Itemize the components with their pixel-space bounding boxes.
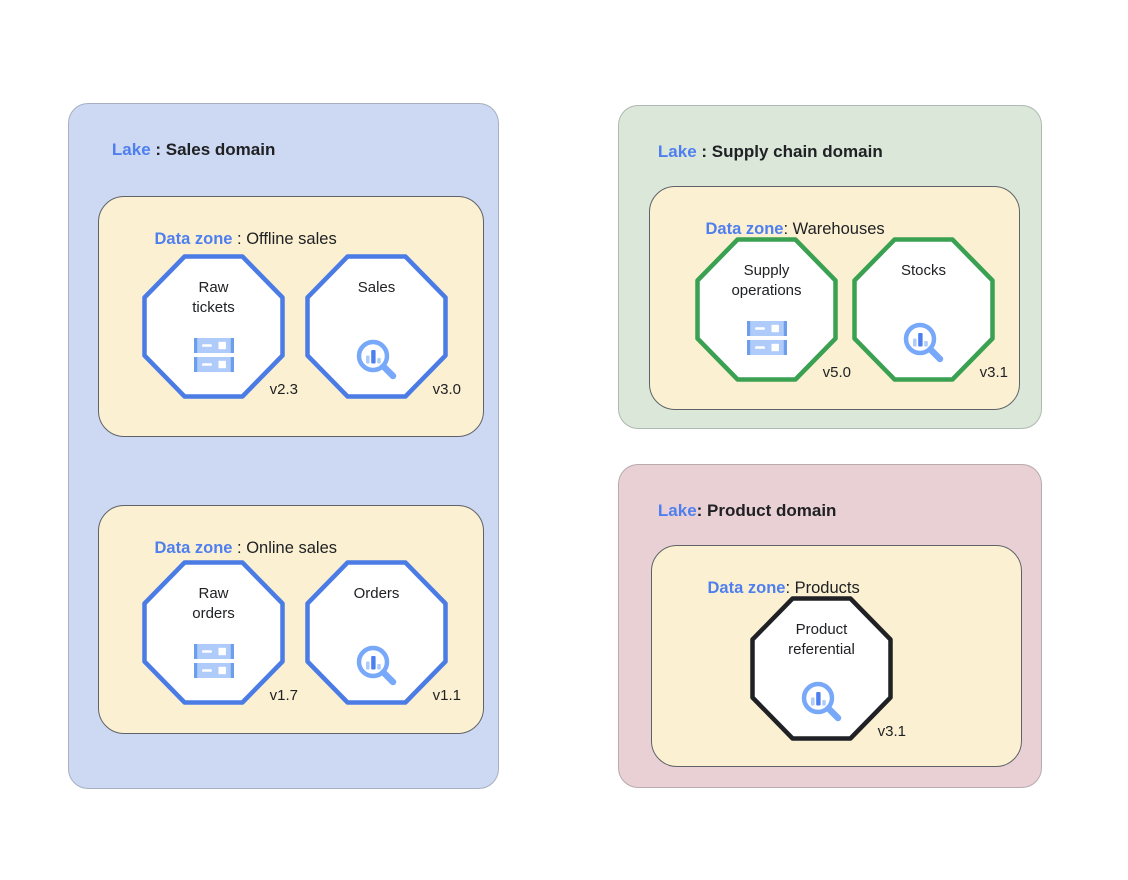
octagon-shape <box>695 237 838 382</box>
asset-version: v1.1 <box>432 687 461 704</box>
lake-name: : Supply chain domain <box>696 142 883 161</box>
octagon-shape <box>305 254 448 399</box>
lake-sales-title: Lake : Sales domain <box>93 120 275 180</box>
search-chart-icon <box>901 320 947 371</box>
asset-name: Supply operations <box>731 262 802 299</box>
lake-product-domain: Lake: Product domain Data zone: Products… <box>618 464 1042 788</box>
storage-icon <box>193 338 234 378</box>
zone-name: : Warehouses <box>783 220 885 238</box>
lake-supply-chain-domain: Lake : Supply chain domain Data zone: Wa… <box>618 105 1042 429</box>
asset-raw-tickets: Raw tickets <box>142 254 298 399</box>
zone-offline-sales: Data zone : Offline sales Raw tickets <box>98 196 484 437</box>
asset-orders: Orders v1.1 <box>305 560 461 705</box>
asset-name: Product referential <box>788 621 855 658</box>
asset-version: v2.3 <box>269 381 298 398</box>
asset-supply-operations: Supply operations <box>695 237 851 382</box>
asset-name: Raw orders <box>192 585 235 622</box>
zone-warehouses-title: Data zone: Warehouses <box>678 201 885 258</box>
octagon-shape <box>852 237 995 382</box>
octagon-shape <box>305 560 448 705</box>
lake-sales-domain: Lake : Sales domain Data zone : Offline … <box>68 103 499 789</box>
lake-name: : Sales domain <box>150 140 276 159</box>
search-chart-icon <box>354 337 400 388</box>
asset-product-referential: Product referential v3.1 <box>750 596 906 741</box>
asset-name: Orders <box>353 585 400 602</box>
data-zone-label: Data zone <box>707 579 786 597</box>
data-zone-label: Data zone <box>154 230 233 248</box>
asset-version: v5.0 <box>822 364 851 381</box>
asset-stocks: Stocks v3.1 <box>852 237 1008 382</box>
octagon-shape <box>750 596 893 741</box>
zone-offline-sales-title: Data zone : Offline sales <box>127 211 337 268</box>
asset-raw-orders: Raw orders <box>142 560 298 705</box>
octagon-shape <box>142 560 285 705</box>
asset-version: v3.1 <box>877 723 906 740</box>
search-chart-icon <box>799 679 845 730</box>
storage-icon <box>193 644 234 684</box>
lake-supply-title: Lake : Supply chain domain <box>639 122 883 182</box>
zone-name: : Products <box>785 579 860 597</box>
zone-products-title: Data zone: Products <box>680 560 860 617</box>
lake-name: : Product domain <box>696 501 837 520</box>
storage-icon <box>746 321 787 361</box>
lake-label: Lake <box>657 142 697 161</box>
asset-version: v3.1 <box>979 364 1008 381</box>
asset-name: Sales <box>357 279 396 296</box>
lake-label: Lake <box>657 501 697 520</box>
zone-online-sales-title: Data zone : Online sales <box>127 520 338 577</box>
zone-name: : Online sales <box>232 539 338 557</box>
asset-version: v3.0 <box>432 381 461 398</box>
lake-product-title: Lake: Product domain <box>639 481 837 541</box>
lake-label: Lake <box>111 140 151 159</box>
asset-name: Raw tickets <box>192 279 235 316</box>
search-chart-icon <box>354 643 400 694</box>
asset-sales: Sales v3.0 <box>305 254 461 399</box>
asset-name: Stocks <box>900 262 946 279</box>
zone-warehouses: Data zone: Warehouses Supply operations <box>649 186 1020 410</box>
data-zone-label: Data zone <box>705 220 784 238</box>
zone-name: : Offline sales <box>232 230 337 248</box>
zone-products: Data zone: Products Product referential … <box>651 545 1022 767</box>
octagon-shape <box>142 254 285 399</box>
asset-version: v1.7 <box>269 687 298 704</box>
zone-online-sales: Data zone : Online sales Raw orders <box>98 505 484 734</box>
data-zone-label: Data zone <box>154 539 233 557</box>
